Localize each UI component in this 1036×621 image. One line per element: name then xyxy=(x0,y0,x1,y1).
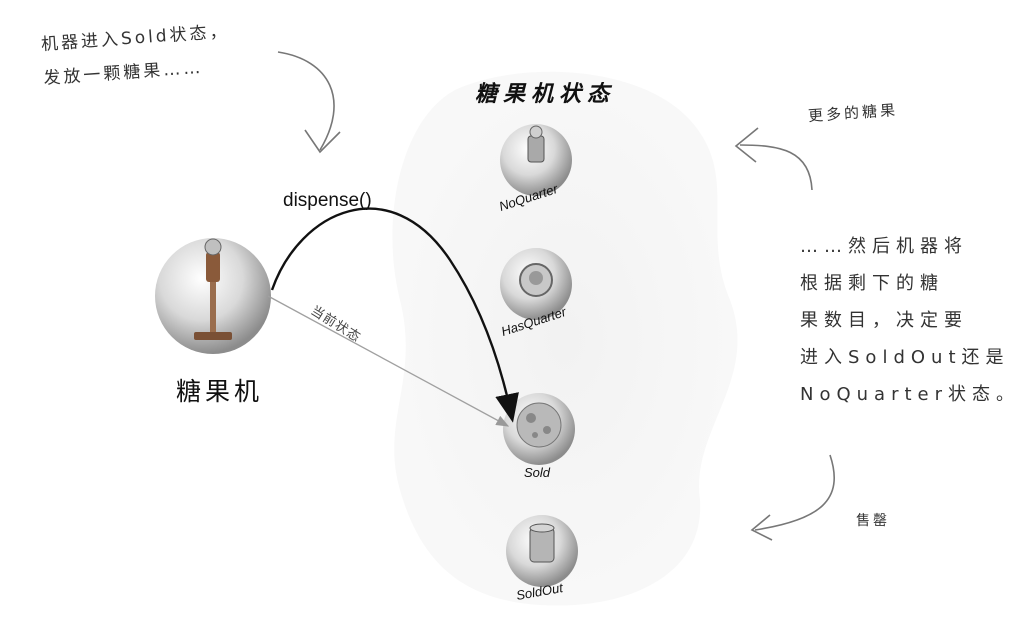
note-line: NoQuarter状态。 xyxy=(800,384,1021,405)
dispense-arrow xyxy=(270,207,519,423)
state-sphere-noquarter xyxy=(500,124,572,196)
note-sold-explanation: 机器进入Sold状态， 发放一颗糖果…… xyxy=(40,15,233,96)
state-sphere-soldout xyxy=(506,515,578,587)
state-sphere-hasquarter xyxy=(500,248,572,320)
note-arrow-soldout xyxy=(754,454,835,531)
dispense-method-label: dispense() xyxy=(283,190,372,211)
note-next-state: ……然后机器将 根据剩下的糖 果数目，决定要 进入SoldOut还是 NoQua… xyxy=(800,228,1020,413)
note-line: 果数目，决定要 xyxy=(800,310,968,331)
note-arrow-more xyxy=(739,144,813,191)
gumball-machine-label: 糖果机 xyxy=(176,377,264,406)
note-line: 进入SoldOut还是 xyxy=(800,347,1010,368)
states-title: 糖果机状态 xyxy=(475,82,616,107)
note-line: 根据剩下的糖 xyxy=(800,273,944,294)
note-arrow-top xyxy=(277,51,335,151)
states-cloud xyxy=(392,71,738,606)
state-sphere-sold xyxy=(503,393,575,465)
note-line: ……然后机器将 xyxy=(800,236,968,257)
gumball-machine-sphere xyxy=(155,238,271,354)
state-label-sold: Sold xyxy=(524,465,551,480)
current-state-arrow xyxy=(267,295,510,427)
note-sold-out: 售罄 xyxy=(856,513,890,529)
